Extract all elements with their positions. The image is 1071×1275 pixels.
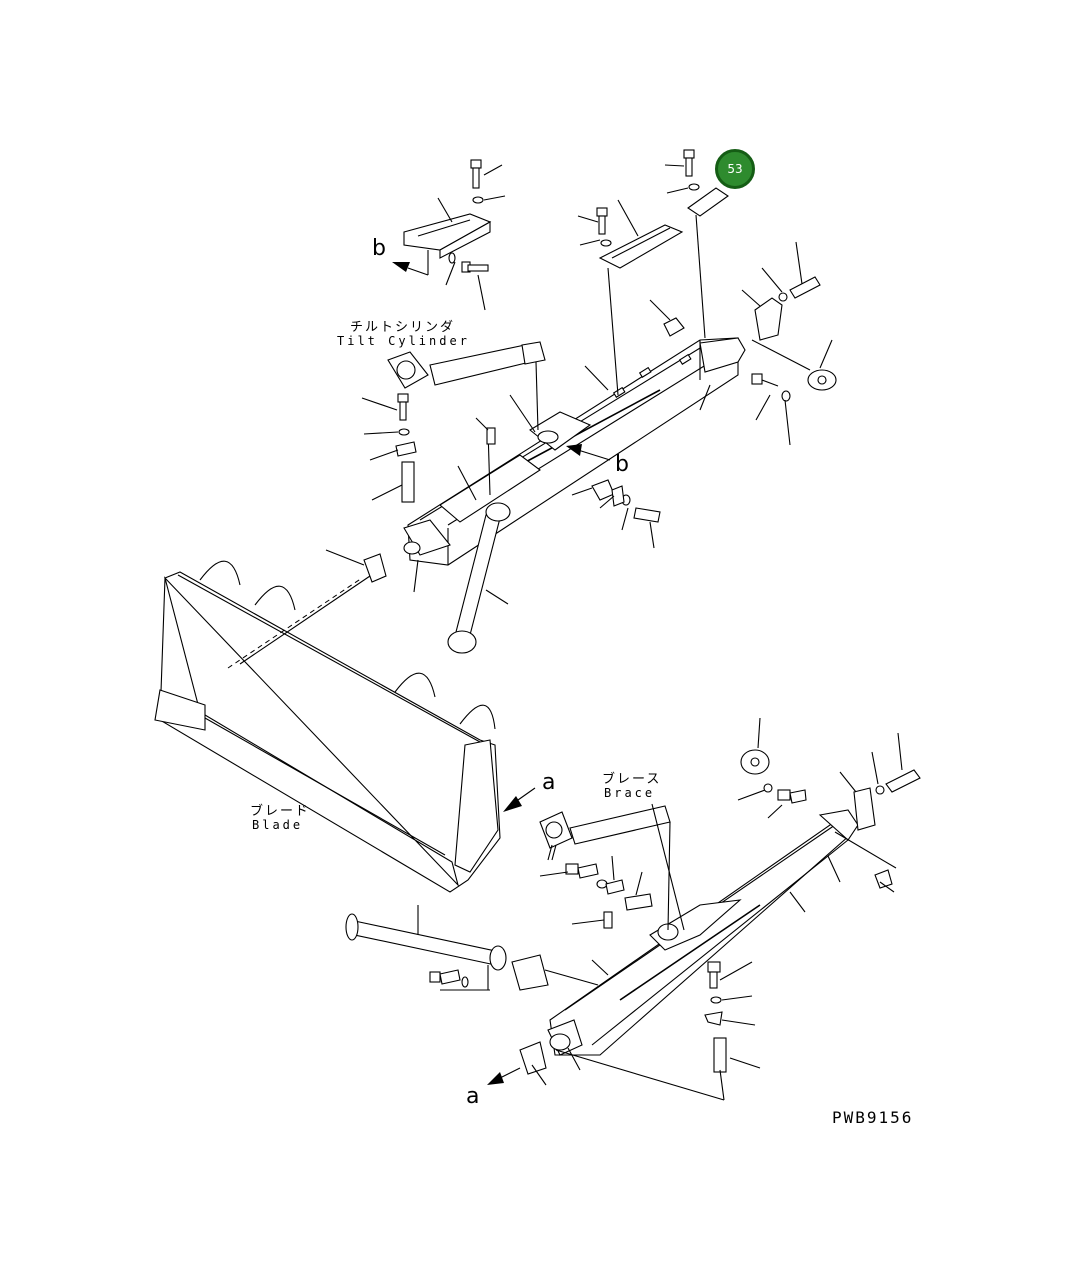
lower-left-parts bbox=[429, 863, 653, 1075]
lower-right-parts bbox=[704, 749, 921, 1073]
upper-right-parts bbox=[486, 276, 837, 523]
tilt-cylinder-label-en: Tilt Cylinder bbox=[337, 334, 470, 348]
blade-label-jp: ブレード bbox=[250, 804, 311, 819]
blade-part bbox=[154, 560, 501, 893]
upper-left-parts bbox=[363, 393, 417, 583]
part-callout-number: 53 bbox=[727, 162, 743, 176]
upper-left-plate bbox=[403, 213, 492, 259]
view-arrows bbox=[392, 262, 611, 1085]
lower-left-strut bbox=[345, 913, 507, 971]
tilt-cylinder-label-jp: チルトシリンダ bbox=[350, 320, 456, 335]
blade-label-en: Blade bbox=[252, 818, 304, 832]
upper-right-plate bbox=[683, 149, 729, 339]
view-b-label-top: b bbox=[372, 236, 386, 261]
view-a-label-bottom: a bbox=[466, 1084, 480, 1109]
brace-part bbox=[539, 805, 671, 861]
upper-bolt-1 bbox=[470, 159, 506, 204]
drawing-code: PWB9156 bbox=[832, 1108, 914, 1127]
lower-frame bbox=[547, 809, 859, 1056]
tilt-cylinder-part bbox=[387, 341, 546, 389]
view-b-label-mid: b bbox=[615, 452, 629, 477]
brace-label-jp: ブレース bbox=[602, 772, 662, 787]
upper-brace-strut bbox=[447, 502, 511, 654]
brace-label-en: Brace bbox=[604, 786, 656, 800]
view-a-label-right: a bbox=[542, 770, 556, 795]
part-callout-button[interactable]: 53 bbox=[715, 149, 755, 189]
leader-lines bbox=[239, 164, 903, 1101]
upper-mid-plate bbox=[596, 207, 684, 396]
upper-bolt-2 bbox=[448, 252, 489, 311]
